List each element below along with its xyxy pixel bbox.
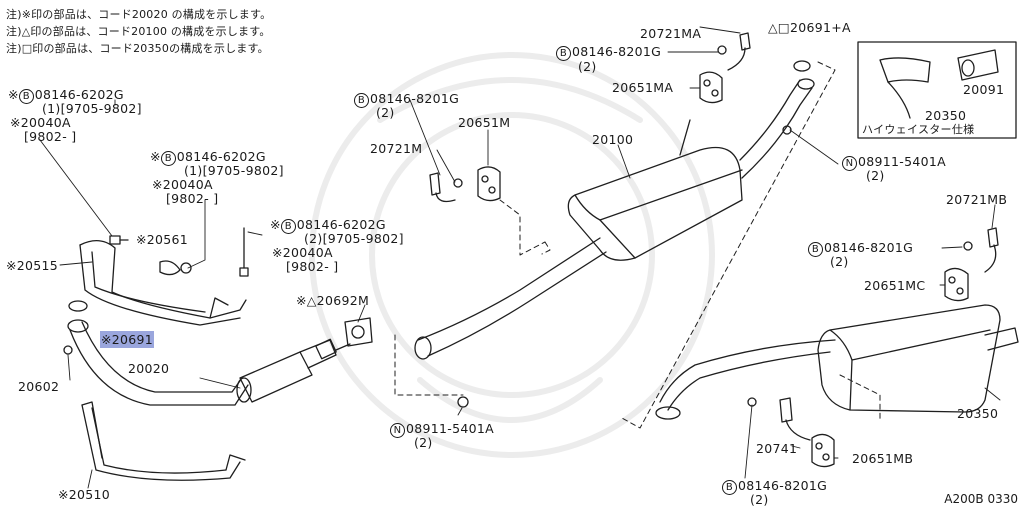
part-label-20721m[interactable]: 20721M (370, 141, 423, 156)
n-circle-icon: N (842, 156, 857, 171)
hanger-top (699, 32, 811, 104)
bolt-number: 08146-8201G (370, 91, 460, 106)
part-label-20741[interactable]: 20741 (756, 441, 798, 456)
qty-label: (2) (866, 168, 885, 183)
part-label-20350[interactable]: 20350 (957, 406, 999, 421)
hanger-mid (429, 166, 501, 203)
range-label: [9802- ] (166, 191, 219, 206)
range-label: [9802- ] (24, 129, 77, 144)
qty-label: (2) (578, 59, 597, 74)
part-label-20350-inset[interactable]: 20350 (925, 108, 967, 123)
part-label-20651mc[interactable]: 20651MC (864, 278, 926, 293)
part-label-20721mb[interactable]: 20721MB (946, 192, 1008, 207)
range-label: [9802- ] (286, 259, 339, 274)
qty-label: (2) (750, 492, 769, 507)
nut-bottom (457, 396, 469, 408)
bolt-sub: (1)[9705-9802] (42, 101, 142, 116)
nut-number: 08911-5401A (858, 154, 946, 169)
hanger-right (944, 227, 999, 302)
b-circle-icon: B (722, 480, 737, 495)
part-label-20692m[interactable]: ※△20692M (296, 293, 370, 308)
note-line: 注)※印の部品は、コード20020 の構成を示します。 (6, 8, 272, 21)
b-circle-icon: B (280, 219, 296, 234)
highlighted-part: ※20691 (100, 331, 155, 348)
notes-block: 注)※印の部品は、コード20020 の構成を示します。 注)△印の部品は、コード… (6, 6, 271, 57)
n-circle-icon: N (390, 423, 405, 438)
heat-shield-20515 (79, 240, 247, 326)
qty-label: (2) (376, 105, 395, 120)
bolt-sub: (2)[9705-9802] (304, 231, 404, 246)
part-label-20040a[interactable]: ※20040A (152, 177, 213, 192)
diagram-id: A200B 0330 (944, 492, 1018, 506)
b-circle-icon: B (556, 46, 571, 61)
note-line: 注)△印の部品は、コード20100 の構成を示します。 (6, 25, 271, 38)
watermark-emblem (309, 52, 715, 458)
part-label-20602[interactable]: 20602 (18, 379, 60, 394)
bolts-front (63, 227, 249, 355)
gasket-20692m (344, 317, 373, 347)
part-label-20651m[interactable]: 20651M (458, 115, 511, 130)
bolt-number: 08146-8201G (738, 478, 828, 493)
center-pipe-20100 (414, 78, 815, 360)
mark: ※ (270, 217, 281, 232)
note-line: 注)□印の部品は、コード20350の構成を示します。 (6, 42, 269, 55)
part-label-20100[interactable]: 20100 (592, 132, 634, 147)
inset-highway-star (857, 41, 1017, 139)
bolt-number: 08146-6202G (34, 87, 124, 102)
bolt-number: 08146-8201G (824, 240, 914, 255)
part-label-20091[interactable]: 20091 (963, 82, 1005, 97)
part-label-20691a[interactable]: △□20691+A (768, 20, 851, 35)
heat-shield-20510 (81, 401, 246, 481)
part-label-20020[interactable]: 20020 (128, 361, 170, 376)
qty-label: (2) (414, 435, 433, 450)
b-circle-icon: B (160, 151, 176, 166)
part-label-20721ma[interactable]: 20721MA (640, 26, 702, 41)
nut-number: 08911-5401A (406, 421, 494, 436)
part-label-20651ma[interactable]: 20651MA (612, 80, 674, 95)
rear-muffler-20350 (655, 304, 1019, 420)
nut-top (782, 125, 792, 135)
b-circle-icon: B (808, 242, 823, 257)
bolt-sub: (1)[9705-9802] (184, 163, 284, 178)
bolt-number: 08146-6202G (176, 149, 266, 164)
part-label-20515[interactable]: ※20515 (6, 258, 59, 273)
part-label-20651mb[interactable]: 20651MB (852, 451, 914, 466)
part-label-20510[interactable]: ※20510 (58, 487, 111, 502)
mark: ※ (8, 87, 19, 102)
inset-caption: ハイウェイスター仕様 (862, 123, 975, 136)
front-pipe-20020 (67, 300, 351, 406)
bolt-number: 08146-6202G (296, 217, 386, 232)
hanger-bottom (747, 397, 835, 468)
part-label-20040a[interactable]: ※20040A (10, 115, 71, 130)
bolt-number: 08146-8201G (572, 44, 662, 59)
b-circle-icon: B (354, 93, 369, 108)
b-circle-icon: B (18, 89, 34, 104)
qty-label: (2) (830, 254, 849, 269)
part-label-20691[interactable]: ※20691 (100, 331, 155, 348)
part-label-20561[interactable]: ※20561 (136, 232, 189, 247)
part-label-20040a[interactable]: ※20040A (272, 245, 333, 260)
mark: ※ (150, 149, 161, 164)
